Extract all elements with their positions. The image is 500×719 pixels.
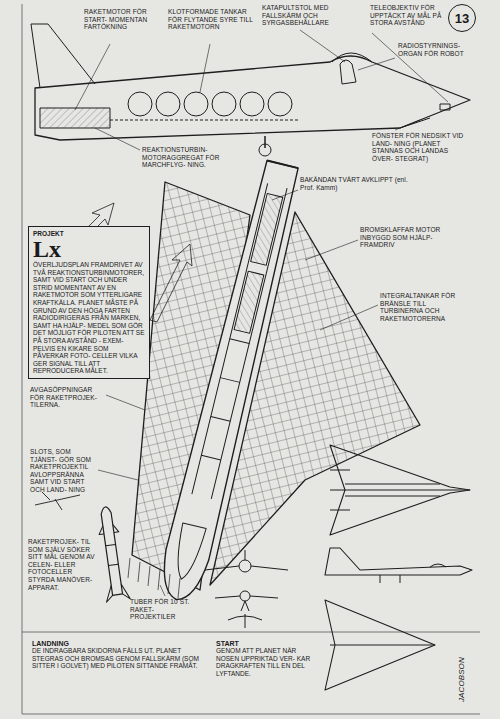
- planform-view-lower: [325, 600, 435, 690]
- callout-text: RADIOSTYRNINGS- ORGAN FÖR ROBOT: [398, 42, 470, 57]
- callout-text: TUBER FÖR 10 ST. RAKET- PROJEKTILER: [130, 598, 196, 621]
- oxygen-tank: [128, 92, 152, 116]
- oxygen-tank: [268, 92, 292, 116]
- page-number-circle: 13: [448, 4, 476, 32]
- side-view-small: [325, 548, 472, 583]
- callout-text: BAKÄNDAN TVÄRT AVKLIPPT (enl. Prof. Kamm…: [300, 176, 410, 191]
- oxygen-tank: [156, 92, 180, 116]
- page-frame: [22, 4, 480, 714]
- start-panel: STARTGENOM ATT PLANET NÄR NOSEN UPPRIKTA…: [212, 638, 316, 679]
- callout-text: SLOTS, SOM TJÄNST- GÖR SOM RAKETPROJEKTI…: [30, 448, 96, 494]
- oxygen-tank: [240, 92, 264, 116]
- box-heading: PROJEKT: [33, 230, 145, 237]
- panel-rule: [22, 632, 480, 633]
- callout-text: RAKETPROJEK- TIL SOM SJÄLV SÖKER SITT MÅ…: [28, 538, 98, 591]
- page-number: 13: [455, 11, 469, 26]
- planform-view: [330, 445, 470, 535]
- panel-heading: START: [216, 640, 312, 647]
- callout-text: KLOTFORMADE TANKAR FÖR FLYTANDE SYRE TIL…: [168, 8, 258, 31]
- panel-text: GENOM ATT PLANET NÄR NOSEN UPPRIKTAD VER…: [216, 647, 312, 677]
- callout-text: FÖNSTER FÖR NEDSIKT VID LAND- NING (PLAN…: [372, 132, 468, 162]
- project-box: PROJEKTLxÖVERLJUDSPLAN FRAMDRIVET AV TVÅ…: [28, 226, 150, 379]
- landing-panel: LANDNINGDE INDRAGBARA SKIDORNA FÄLLS UT.…: [28, 638, 206, 672]
- callout-text: INTEGRALTANKAR FÖR BRÄNSLE TILL TURBINER…: [380, 292, 470, 322]
- front-view: [205, 550, 288, 628]
- rocket-projectile: [93, 505, 130, 602]
- callout-text: TELEOBJEKTIV FÖR UPPTÄCKT AV MÅL PÅ STOR…: [370, 4, 444, 27]
- callout-text: AVGASÖPPNINGAR FÖR RAKETPROJEK- TILERNA.: [30, 386, 104, 409]
- oxygen-tank: [184, 92, 208, 116]
- panel-heading: LANDNING: [32, 640, 202, 647]
- callout-text: RAKETMOTOR FÖR START- MOMENTAN FARTÖKNIN…: [84, 8, 162, 31]
- project-title: Lx: [33, 237, 145, 261]
- callout-text: REAKTIONSTURBIN- MOTORAGGREGAT FÖR MARCH…: [142, 146, 250, 169]
- panel-text: DE INDRAGBARA SKIDORNA FÄLLS UT. PLANET …: [32, 647, 202, 670]
- signature: JACOBSON: [458, 657, 466, 702]
- callout-text: KATAPULTSTOL MED FALLSKÄRM OCH SYRGASBEH…: [262, 4, 362, 27]
- oxygen-tank: [212, 92, 236, 116]
- projectile-sketch: [35, 492, 80, 510]
- callout-text: BROMSKLAFFAR MOTOR INBYGGD SOM HJÄLP- FR…: [360, 226, 464, 249]
- project-description: ÖVERLJUDSPLAN FRAMDRIVET AV TVÅ REAKTION…: [33, 261, 145, 375]
